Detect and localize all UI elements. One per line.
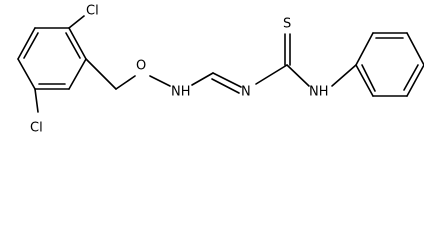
atom-s-thione: S [283,17,291,32]
bond-ch2-o [115,75,136,90]
atom-o-ether: O [136,59,146,74]
bond-c-cl-top [68,15,85,29]
bond-ring-ch2 [85,58,117,90]
bond-nh-ch [191,72,214,86]
atom-nh-left: NH [171,85,191,100]
bond-c-cl-bottom [34,88,39,113]
bond-nh-phenyl [331,64,357,87]
atom-n-imine: N [241,85,251,100]
bond-o-n [149,75,171,87]
dichlorophenyl-ring [17,27,87,90]
atom-cl-top: Cl [86,4,99,19]
bond-n-cs [255,64,288,85]
atom-cl-bottom: Cl [30,121,43,136]
bond-cs-nh [286,64,310,87]
atom-nh-right: NH [309,85,329,100]
chemical-structure-diagram: Cl Cl O NH N S NH [17,4,424,136]
double-bond-c-s [284,33,291,66]
double-bond-ch-n [211,72,242,94]
phenyl-ring [355,32,424,97]
